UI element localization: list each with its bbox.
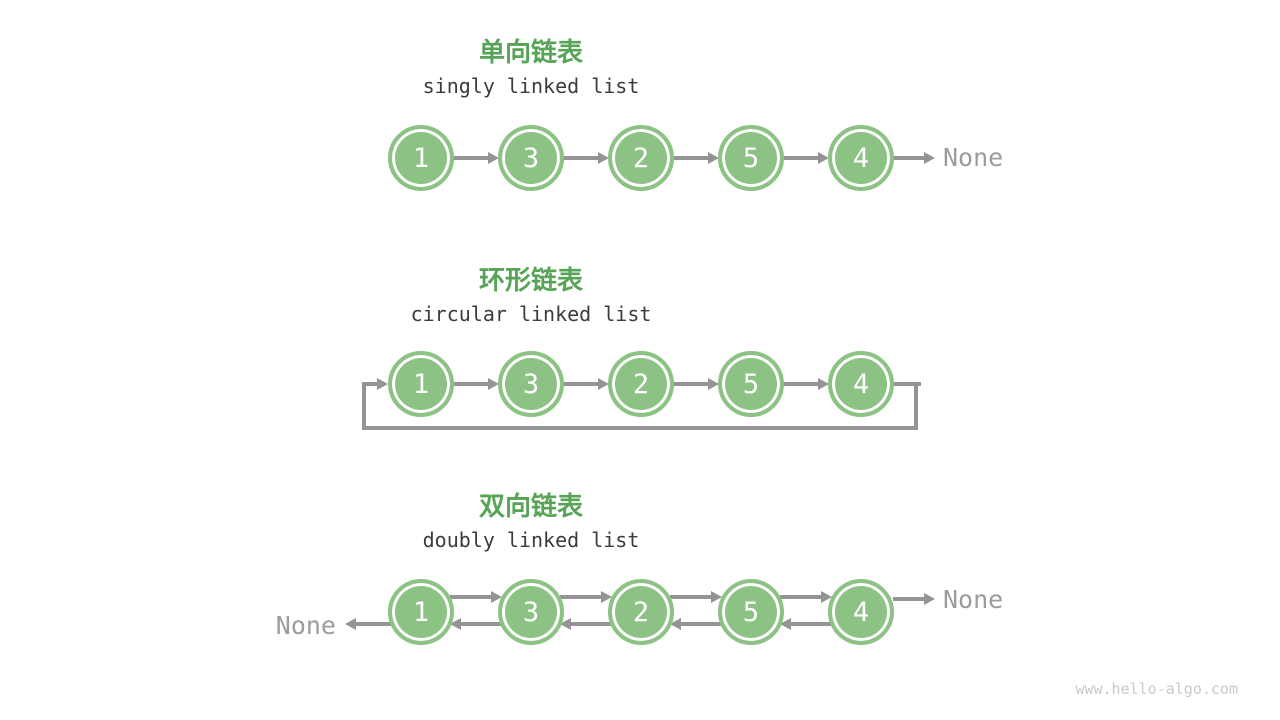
- next-pointer-arrow-icon: [452, 378, 499, 390]
- loop-exit-connector: [891, 382, 921, 386]
- circular-title-en: circular linked list: [410, 302, 652, 326]
- circular-node-2: 3: [498, 351, 564, 417]
- doubly-head-none-label: None: [275, 611, 336, 640]
- node-value: 2: [632, 142, 650, 174]
- next-pointer-arrow-icon: [670, 591, 722, 603]
- singly-node-1: 1: [388, 125, 454, 191]
- next-pointer-arrow-icon: [452, 152, 499, 164]
- null-pointer-arrow-icon: [893, 152, 935, 164]
- doubly-node-2: 3: [498, 579, 564, 645]
- node-value: 3: [522, 142, 540, 174]
- next-pointer-arrow-icon: [782, 378, 829, 390]
- singly-none-label: None: [943, 143, 1004, 172]
- node-value: 2: [632, 596, 650, 628]
- node-value: 5: [742, 368, 760, 400]
- singly-node-5: 4: [828, 125, 894, 191]
- node-value: 5: [742, 142, 760, 174]
- next-pointer-arrow-icon: [562, 152, 609, 164]
- watermark: www.hello-algo.com: [1075, 680, 1238, 698]
- node-value: 4: [852, 142, 870, 174]
- node-value: 4: [852, 368, 870, 400]
- node-value: 2: [632, 368, 650, 400]
- prev-pointer-arrow-icon: [780, 618, 832, 630]
- doubly-tail-none-label: None: [943, 585, 1004, 614]
- loop-back-wire: [362, 382, 918, 430]
- next-pointer-arrow-icon: [672, 152, 719, 164]
- singly-title-en: singly linked list: [422, 74, 640, 98]
- node-value: 1: [412, 596, 430, 628]
- next-pointer-arrow-icon: [560, 591, 612, 603]
- prev-pointer-arrow-icon: [450, 618, 502, 630]
- null-pointer-arrow-icon: [893, 593, 935, 605]
- doubly-node-5: 4: [828, 579, 894, 645]
- node-value: 4: [852, 596, 870, 628]
- doubly-node-1: 1: [388, 579, 454, 645]
- next-pointer-arrow-icon: [782, 152, 829, 164]
- doubly-title-en: doubly linked list: [422, 528, 640, 552]
- singly-node-3: 2: [608, 125, 674, 191]
- node-value: 3: [522, 596, 540, 628]
- singly-title-zh: 单向链表: [478, 37, 583, 67]
- singly-node-4: 5: [718, 125, 784, 191]
- node-value: 1: [412, 368, 430, 400]
- next-pointer-arrow-icon: [672, 378, 719, 390]
- circular-node-5: 4: [828, 351, 894, 417]
- circular-node-3: 2: [608, 351, 674, 417]
- node-value: 5: [742, 596, 760, 628]
- prev-pointer-arrow-icon: [560, 618, 612, 630]
- node-value: 3: [522, 368, 540, 400]
- next-pointer-arrow-icon: [562, 378, 609, 390]
- node-value: 1: [412, 142, 430, 174]
- doubly-node-3: 2: [608, 579, 674, 645]
- circular-title-zh: 环形链表: [478, 265, 583, 295]
- circular-node-4: 5: [718, 351, 784, 417]
- singly-node-2: 3: [498, 125, 564, 191]
- next-pointer-arrow-icon: [780, 591, 832, 603]
- loop-entry-arrow-icon: [362, 378, 388, 390]
- null-pointer-arrow-icon: [345, 618, 393, 630]
- doubly-title-zh: 双向链表: [478, 491, 583, 521]
- prev-pointer-arrow-icon: [670, 618, 722, 630]
- circular-node-1: 1: [388, 351, 454, 417]
- doubly-node-4: 5: [718, 579, 784, 645]
- next-pointer-arrow-icon: [450, 591, 502, 603]
